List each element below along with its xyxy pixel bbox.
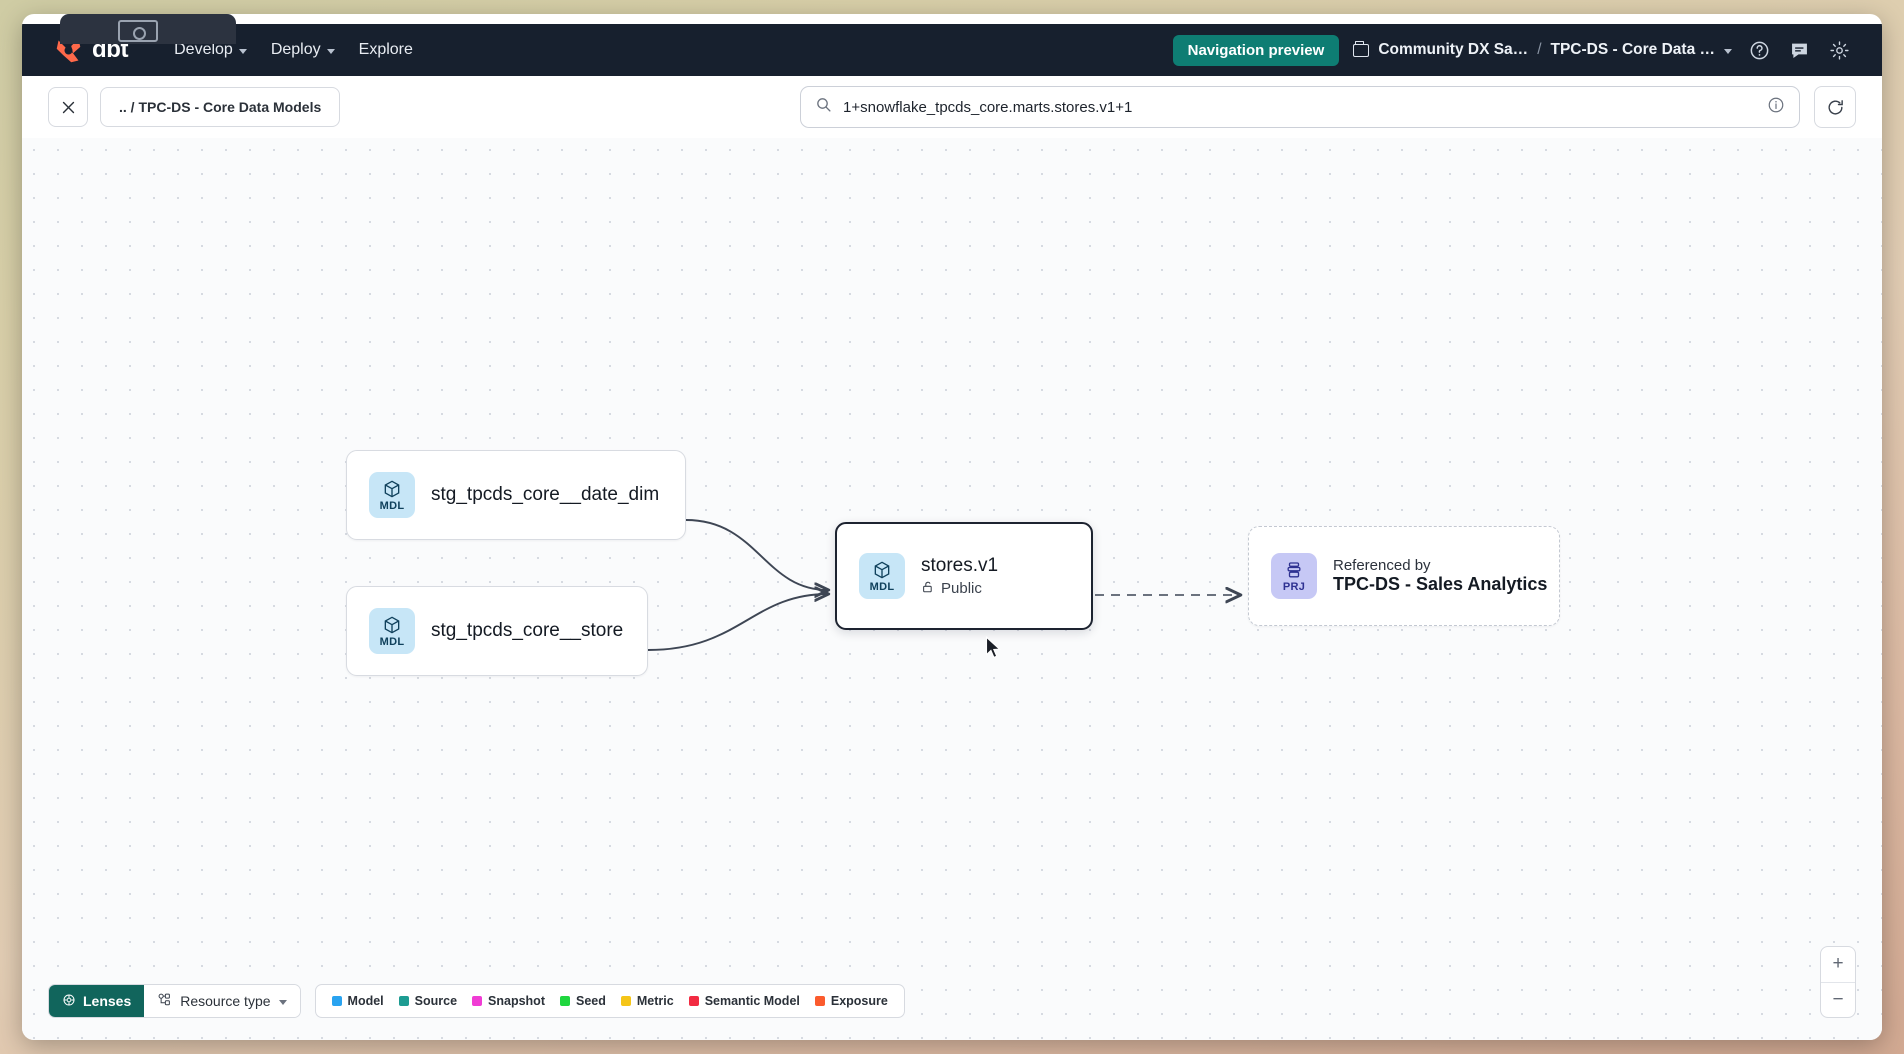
legend-label: Snapshot xyxy=(488,994,545,1008)
legend-label: Metric xyxy=(636,994,674,1008)
top-navigation-bar: dbt Develop Deploy Explore Navigation pr… xyxy=(22,24,1882,76)
resource-type-dropdown[interactable]: Resource type xyxy=(144,985,300,1017)
chevron-down-icon xyxy=(278,999,287,1005)
unlock-icon xyxy=(921,580,935,598)
node-title: TPC-DS - Sales Analytics xyxy=(1333,574,1548,594)
legend-item-seed: Seed xyxy=(559,994,606,1008)
resource-badge-model: MDL xyxy=(859,553,905,599)
settings-gear-icon[interactable] xyxy=(1826,37,1852,63)
lineage-toolbar: .. / TPC-DS - Core Data Models xyxy=(22,76,1882,138)
nodes-icon xyxy=(157,992,172,1010)
zoom-in-button[interactable]: + xyxy=(1821,947,1855,983)
edge-layer xyxy=(647,519,1882,651)
lens-control-group: Lenses Resource type xyxy=(48,984,301,1018)
lineage-bottom-bar: Lenses Resource type xyxy=(48,984,905,1018)
lenses-button[interactable]: Lenses xyxy=(49,985,145,1017)
navigation-preview-badge[interactable]: Navigation preview xyxy=(1172,34,1340,66)
node-title: stores.v1 xyxy=(921,554,999,576)
node-text-column: stg_tpcds_core__date_dim xyxy=(431,484,659,506)
zoom-out-button[interactable]: − xyxy=(1832,988,1844,1010)
graph-node-stores-v1[interactable]: MDL stores.v1 Public xyxy=(835,522,1093,630)
node-title: stg_tpcds_core__store xyxy=(431,620,624,641)
browser-window: dbt Develop Deploy Explore Navigation pr… xyxy=(22,14,1882,1040)
search-group xyxy=(800,86,1856,128)
tab-favicon xyxy=(118,20,158,42)
legend-swatch xyxy=(620,996,631,1006)
help-circle-icon[interactable] xyxy=(1746,37,1772,63)
feedback-icon[interactable] xyxy=(1786,37,1812,63)
legend-item-exposure: Exposure xyxy=(814,994,888,1008)
node-eyebrow: Referenced by xyxy=(1333,557,1431,574)
search-input[interactable] xyxy=(843,98,1756,116)
graph-node-stg-store[interactable]: MDL stg_tpcds_core__store xyxy=(346,586,648,676)
legend-item-source: Source xyxy=(398,994,458,1008)
node-text-column: stg_tpcds_core__store xyxy=(431,620,623,642)
node-text-column: Referenced by TPC-DS - Sales Analytics xyxy=(1333,557,1547,595)
breadcrumb-project[interactable]: TPC-DS - Core Data … xyxy=(1550,41,1716,58)
badge-label: MDL xyxy=(379,635,405,648)
lineage-search-box[interactable] xyxy=(800,86,1800,128)
legend-label: Source xyxy=(414,994,458,1008)
node-access-label: Public xyxy=(921,580,998,598)
graph-node-project-sales-analytics[interactable]: PRJ Referenced by TPC-DS - Sales Analyti… xyxy=(1248,526,1560,626)
graph-node-stg-date-dim[interactable]: MDL stg_tpcds_core__date_dim xyxy=(346,450,686,540)
legend-label: Model xyxy=(347,994,384,1008)
legend-swatch xyxy=(331,996,342,1006)
badge-label: PRJ xyxy=(1282,580,1306,593)
dbt-mark-icon xyxy=(54,36,83,65)
edge-store-to-stores xyxy=(647,594,828,651)
nav-item-explore-label: Explore xyxy=(358,41,413,58)
nav-item-explore[interactable]: Explore xyxy=(347,35,425,65)
search-icon xyxy=(815,96,832,118)
resource-badge-model: MDL xyxy=(369,472,415,518)
folder-icon xyxy=(1353,40,1370,57)
legend-swatch xyxy=(688,996,699,1006)
browser-tab[interactable] xyxy=(60,14,236,44)
nav-item-develop[interactable]: Develop xyxy=(162,35,259,65)
lens-icon xyxy=(62,993,76,1010)
resource-badge-model: MDL xyxy=(369,608,415,654)
chevron-down-icon xyxy=(238,48,247,54)
legend-swatch xyxy=(398,996,409,1006)
resource-type-legend: Model Source Snapshot Seed xyxy=(314,984,905,1018)
zoom-controls: + − xyxy=(1820,946,1856,1018)
breadcrumb-account[interactable]: Community DX Sa… xyxy=(1378,41,1529,58)
legend-label: Semantic Model xyxy=(704,994,800,1008)
badge-label: MDL xyxy=(869,580,895,593)
legend-item-semantic-model: Semantic Model xyxy=(688,994,800,1008)
close-graph-button[interactable] xyxy=(48,87,88,127)
legend-label: Exposure xyxy=(830,994,888,1008)
node-access-text: Public xyxy=(941,580,982,597)
nav-item-develop-label: Develop xyxy=(174,41,233,58)
lenses-label: Lenses xyxy=(83,993,132,1009)
legend-label: Seed xyxy=(575,994,606,1008)
nav-right-group: Navigation preview Community DX Sa… / TP… xyxy=(1172,34,1862,66)
badge-label: MDL xyxy=(379,499,405,512)
node-text-column: stores.v1 Public xyxy=(921,555,998,598)
resource-type-label: Resource type xyxy=(180,993,271,1009)
legend-item-model: Model xyxy=(331,994,384,1008)
breadcrumb: Community DX Sa… / TPC-DS - Core Data … xyxy=(1353,40,1732,59)
legend-item-metric: Metric xyxy=(620,994,674,1008)
cube-icon xyxy=(384,480,400,497)
legend-swatch xyxy=(814,996,825,1006)
nav-item-deploy[interactable]: Deploy xyxy=(259,35,347,65)
cube-icon xyxy=(874,561,890,578)
chevron-down-icon xyxy=(326,48,335,54)
info-circle-icon[interactable] xyxy=(1767,96,1785,119)
nav-item-deploy-label: Deploy xyxy=(270,41,321,58)
lineage-canvas[interactable]: MDL stg_tpcds_core__date_dim MDL stg_tpc… xyxy=(22,138,1882,1040)
legend-swatch xyxy=(559,996,570,1006)
chevron-down-icon[interactable] xyxy=(1724,48,1732,54)
project-stack-icon xyxy=(1287,561,1301,578)
edge-date-dim-to-stores xyxy=(685,519,828,590)
node-title: stg_tpcds_core__date_dim xyxy=(431,484,660,505)
legend-item-snapshot: Snapshot xyxy=(472,994,545,1008)
cube-icon xyxy=(384,616,400,633)
project-breadcrumb-pill[interactable]: .. / TPC-DS - Core Data Models xyxy=(100,87,341,127)
refresh-button[interactable] xyxy=(1814,86,1856,128)
legend-swatch xyxy=(472,996,483,1006)
resource-badge-project: PRJ xyxy=(1271,553,1317,599)
breadcrumb-separator: / xyxy=(1537,41,1542,58)
